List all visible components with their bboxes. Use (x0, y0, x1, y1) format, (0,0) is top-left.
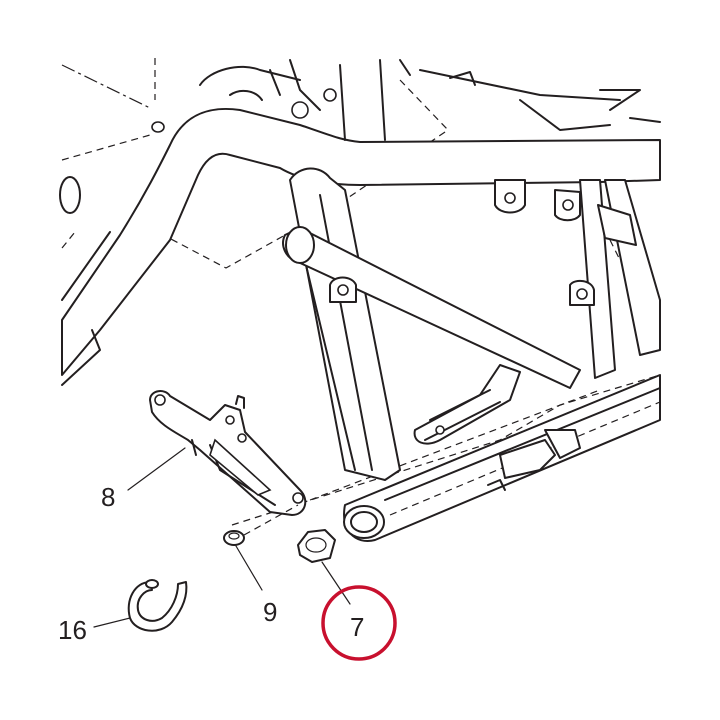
callout-label-8: 8 (101, 482, 116, 512)
reference-lines (61, 58, 661, 526)
leader-line-9 (235, 545, 263, 591)
frame-right-member (494, 179, 661, 379)
callout-label-16: 16 (58, 615, 87, 645)
frame-upper-details (199, 59, 661, 141)
nut-part-7 (297, 529, 336, 563)
screw-part-9 (223, 504, 299, 546)
frame-lower-bracket (413, 364, 581, 491)
footrest-bracket-part-8 (149, 390, 307, 516)
highlight-circle-7 (321, 585, 397, 661)
frame-upper-tube (59, 108, 661, 386)
leader-line-16 (93, 617, 131, 628)
leader-lines (93, 447, 351, 628)
callout-label-9: 9 (263, 597, 278, 627)
frame-downtube (282, 167, 581, 481)
leader-line-8 (127, 447, 186, 491)
callout-label-7: 7 (350, 612, 365, 642)
leader-line-7 (321, 561, 351, 605)
clip-part-16 (127, 579, 188, 632)
